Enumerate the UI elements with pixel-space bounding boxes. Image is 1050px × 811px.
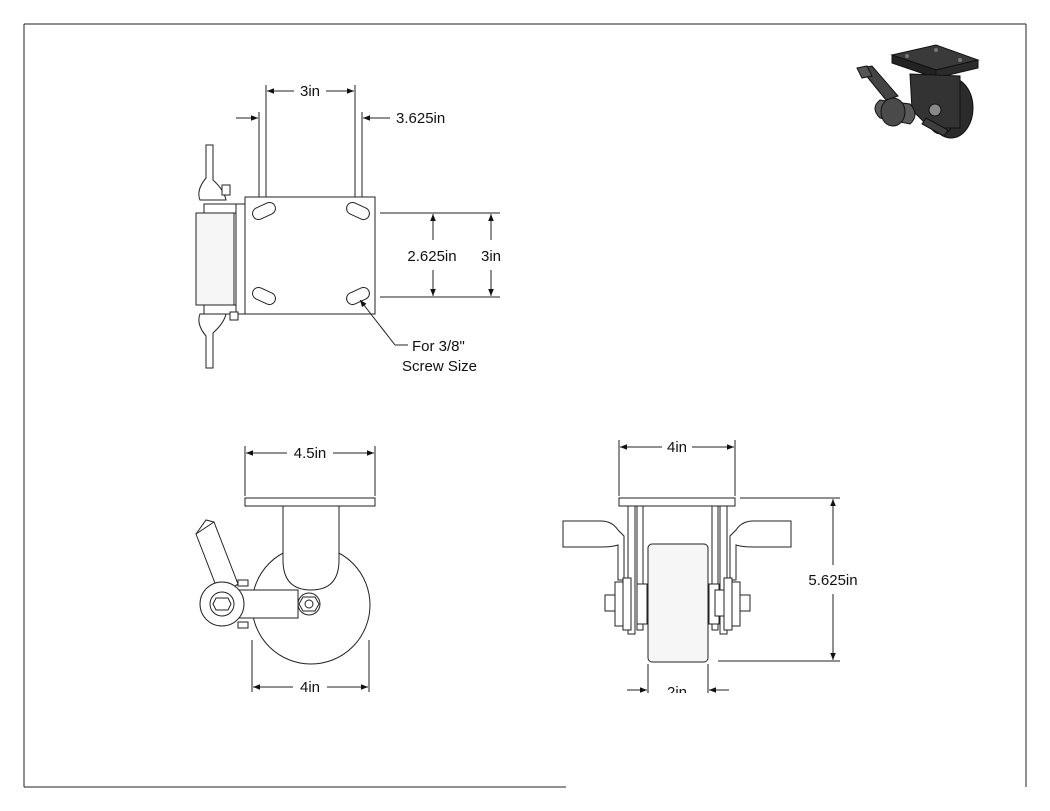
dim-top-plate-width: 3.625in (236, 110, 445, 197)
label-screw-note-line1: For 3/8" (412, 338, 465, 355)
label-overall-height: 5.625in (808, 572, 857, 589)
dim-top-hole-spacing: 3in (265, 83, 356, 197)
front-brake-pedals (562, 520, 792, 581)
dim-plate-depth: 3in (481, 214, 501, 296)
brake-assembly-top (195, 144, 246, 369)
dim-inner-hole-spacing: 2.625in (380, 212, 500, 298)
side-top-plate (244, 497, 376, 507)
clip-mask (600, 693, 760, 711)
label-side-plate-width: 4.5in (294, 445, 327, 462)
label-top-hole-spacing: 3in (300, 83, 320, 100)
dim-overall-height: 5.625in (718, 497, 858, 662)
side-view: 4.5in 4in (195, 445, 376, 696)
label-side-wheel-diameter: 4in (300, 679, 320, 696)
side-brake-lever (195, 519, 299, 629)
sheet-border (23, 23, 1027, 788)
dim-side-wheel-diameter: 4in (251, 640, 370, 696)
screw-note: For 3/8" Screw Size (359, 299, 477, 375)
label-plate-depth: 3in (481, 248, 501, 265)
dim-side-plate-width: 4.5in (244, 445, 376, 496)
side-fork (282, 505, 340, 591)
side-axle-nut (297, 592, 321, 616)
label-screw-note-line2: Screw Size (402, 358, 477, 375)
label-inner-hole-spacing: 2.625in (407, 248, 456, 265)
dim-front-plate-width: 4in (618, 439, 736, 496)
label-top-plate-width: 3.625in (396, 110, 445, 127)
front-wheel (647, 543, 709, 663)
front-top-plate (618, 497, 736, 507)
label-front-plate-width: 4in (667, 439, 687, 456)
isometric-caster-render (856, 44, 980, 139)
front-axle-hardware (604, 577, 751, 631)
front-view: 4in 5.625in 2in (562, 439, 858, 711)
top-view: 3in 3.625in 2.625in 3in For 3/8" (195, 83, 501, 375)
